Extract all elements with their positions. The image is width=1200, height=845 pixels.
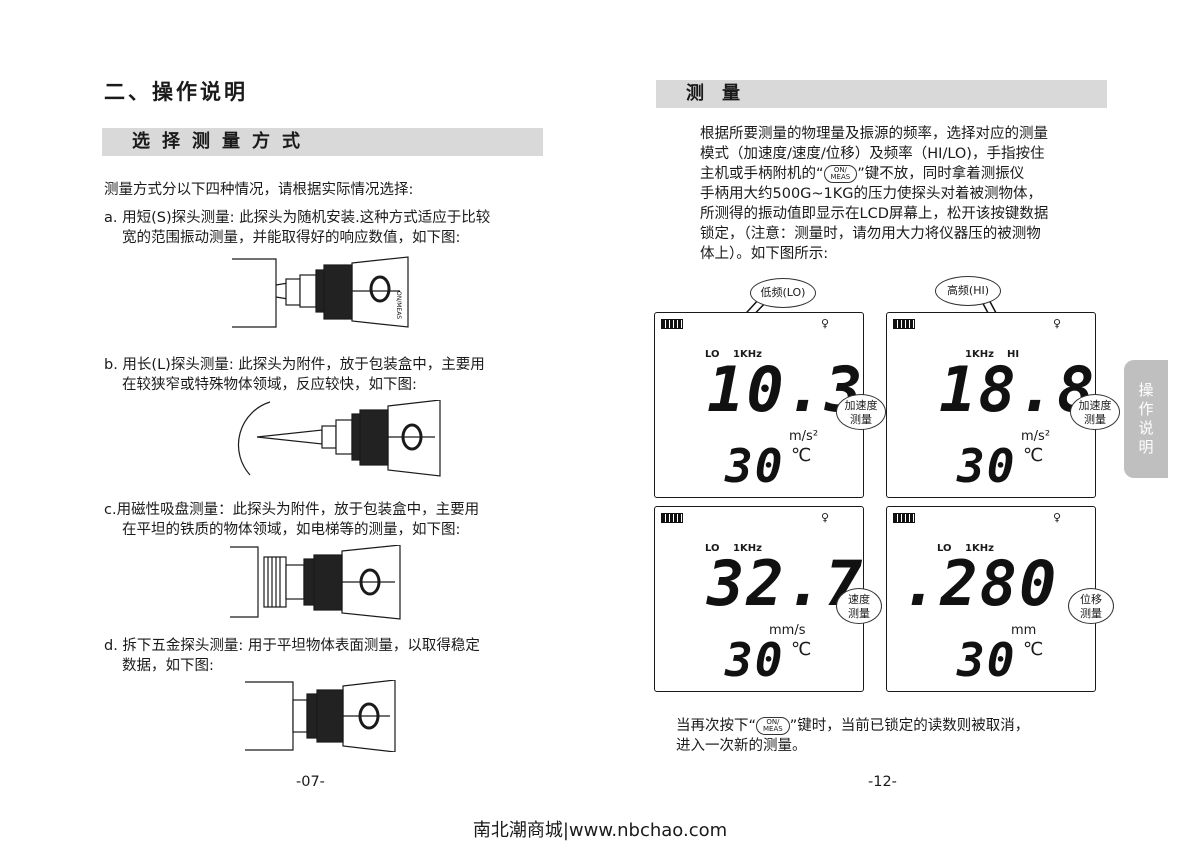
item-a: a. 用短(S)探头测量: 此探头为随机安装.这种方式适应于比较 宽的范围振动测… bbox=[104, 208, 554, 248]
unit-label: mm/s bbox=[769, 623, 806, 638]
bulb-icon: ♀ bbox=[821, 317, 830, 330]
right-page-number: -12- bbox=[868, 774, 897, 790]
bubble-acceleration-2: 加速度测量 bbox=[1070, 394, 1120, 430]
item-b-line1: b. 用长(L)探头测量: 此探头为附件，放于包装盒中，主要用 bbox=[104, 357, 485, 373]
freq-label: 1KHz bbox=[733, 543, 762, 554]
section-title-select-mode: 选择测量方式 bbox=[102, 128, 543, 156]
paragraph-line-7: 体上）。如下图所示: bbox=[700, 246, 829, 262]
bubble-velocity: 速度测量 bbox=[836, 588, 882, 624]
bulb-icon: ♀ bbox=[1053, 511, 1062, 524]
item-c-line1: c.用磁性吸盘测量：此探头为附件，放于包装盒中，主要用 bbox=[104, 502, 480, 518]
intro-text: 测量方式分以下四种情况，请根据实际情况选择: bbox=[104, 182, 414, 198]
bulb-icon: ♀ bbox=[821, 511, 830, 524]
no-probe-illustration bbox=[245, 680, 396, 752]
lcd-display-displacement: ♀ LO 1KHz .280 mm 30 ℃ bbox=[886, 506, 1096, 692]
svg-text:ON/MEAS: ON/MEAS bbox=[395, 291, 402, 319]
paragraph-line-2: 模式（加速度/速度/位移）及频率（HI/LO)，手指按住 bbox=[700, 146, 1045, 162]
battery-icon bbox=[661, 513, 683, 523]
item-b: b. 用长(L)探头测量: 此探头为附件，放于包装盒中，主要用 在较狭窄或特殊物… bbox=[104, 355, 554, 395]
main-reading: .280 bbox=[901, 547, 1059, 620]
unit-label: mm bbox=[1011, 623, 1037, 638]
measure-paragraph: 根据所要测量的物理量及振源的频率，选择对应的测量 模式（加速度/速度/位移）及频… bbox=[700, 124, 1120, 264]
watermark: 南北潮商城|www.nbchao.com bbox=[472, 820, 728, 841]
item-a-line2: 宽的范围振动测量，并能取得好的响应数值，如下图: bbox=[122, 230, 461, 246]
long-probe-illustration bbox=[237, 400, 441, 477]
item-b-line2: 在较狭窄或特殊物体领域，反应较快，如下图: bbox=[122, 377, 417, 393]
on-meas-button-icon: ON/MEAS bbox=[756, 717, 790, 735]
lcd-display-acceleration-lo: ♀ LO 1KHz 10.3 m/s² 30 ℃ bbox=[654, 312, 864, 498]
bubble-high-frequency: 高频(HI) bbox=[935, 276, 1001, 306]
battery-icon bbox=[893, 513, 915, 523]
footer-text: 当再次按下“ON/MEAS”键时，当前已锁定的读数则被取消， 进入一次新的测量。 bbox=[676, 716, 1116, 756]
temp-reading: 30 bbox=[957, 633, 1017, 687]
temp-unit: ℃ bbox=[1023, 639, 1044, 660]
item-c: c.用磁性吸盘测量：此探头为附件，放于包装盒中，主要用 在平坦的铁质的物体领域，… bbox=[104, 500, 554, 540]
mode-label: LO bbox=[705, 543, 720, 554]
freq-label: 1KHz bbox=[965, 543, 994, 554]
lcd-display-velocity: ♀ LO 1KHz 32.7 mm/s 30 ℃ bbox=[654, 506, 864, 692]
paragraph-line-3: 主机或手柄附机的“ON/MEAS”键不放，同时拿着测振仪 bbox=[700, 165, 1025, 183]
bubble-acceleration-1: 加速度测量 bbox=[836, 394, 886, 430]
paragraph-line-1: 根据所要测量的物理量及振源的频率，选择对应的测量 bbox=[700, 126, 1048, 142]
paragraph-line-4: 手柄用大约500G~1KG的压力使探头对着被测物体， bbox=[700, 186, 1043, 202]
magnetic-base-illustration bbox=[230, 545, 401, 620]
page-heading: 二、操作说明 bbox=[104, 80, 248, 104]
battery-icon bbox=[661, 319, 683, 329]
on-meas-button-icon: ON/MEAS bbox=[823, 165, 858, 183]
unit-label: m/s² bbox=[789, 429, 819, 444]
item-d-line2: 数据，如下图: bbox=[122, 658, 214, 674]
main-reading: 18.8 bbox=[939, 353, 1097, 426]
item-d-line1: d. 拆下五金探头测量: 用于平坦物体表面测量，以取得稳定 bbox=[104, 638, 480, 654]
bulb-icon: ♀ bbox=[1053, 317, 1062, 330]
battery-icon bbox=[893, 319, 915, 329]
temp-reading: 30 bbox=[725, 633, 785, 687]
paragraph-line-5: 所测得的振动值即显示在LCD屏幕上，松开该按键数据 bbox=[700, 206, 1049, 222]
temp-unit: ℃ bbox=[791, 639, 812, 660]
bubble-low-frequency: 低频(LO) bbox=[750, 278, 816, 308]
footer-line-1: 当再次按下“ON/MEAS”键时，当前已锁定的读数则被取消， bbox=[676, 717, 1030, 735]
item-a-line1: a. 用短(S)探头测量: 此探头为随机安装.这种方式适应于比较 bbox=[104, 210, 491, 226]
temp-unit: ℃ bbox=[791, 445, 812, 466]
item-c-line2: 在平坦的铁质的物体领域，如电梯等的测量，如下图: bbox=[122, 522, 461, 538]
bubble-displacement: 位移测量 bbox=[1068, 588, 1114, 624]
mode-label: HI bbox=[1007, 349, 1020, 360]
freq-label: 1KHz bbox=[733, 349, 762, 360]
temp-unit: ℃ bbox=[1023, 445, 1044, 466]
left-page-number: -07- bbox=[296, 774, 325, 790]
paragraph-line-6: 锁定，（注意：测量时，请勿用大力将仪器压的被测物 bbox=[700, 226, 1041, 242]
freq-label: 1KHz bbox=[965, 349, 994, 360]
mode-label: LO bbox=[705, 349, 720, 360]
footer-line-2: 进入一次新的测量。 bbox=[676, 738, 807, 754]
temp-reading: 30 bbox=[725, 439, 785, 493]
temp-reading: 30 bbox=[957, 439, 1017, 493]
section-title-measure: 测量 bbox=[656, 80, 1107, 108]
mode-label: LO bbox=[937, 543, 952, 554]
lcd-display-acceleration-hi: ♀ 1KHz HI 18.8 m/s² 30 ℃ bbox=[886, 312, 1096, 498]
item-d: d. 拆下五金探头测量: 用于平坦物体表面测量，以取得稳定 数据，如下图: bbox=[104, 636, 554, 676]
unit-label: m/s² bbox=[1021, 429, 1051, 444]
short-probe-illustration: ON/MEAS bbox=[232, 256, 409, 328]
side-tab-operation: 操 作 说 明 bbox=[1124, 360, 1168, 478]
